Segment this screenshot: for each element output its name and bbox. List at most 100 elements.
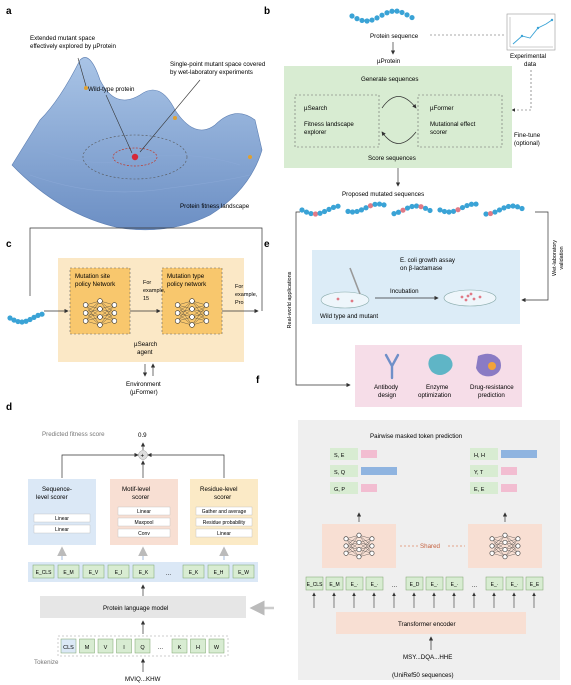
antibody-label-2: design <box>378 392 397 399</box>
embedding-box <box>325 576 344 591</box>
layer-label: Maxpool <box>135 520 154 526</box>
environment-label-1: Environment <box>126 381 161 388</box>
probability-bar <box>501 467 517 475</box>
environment-label-2: (µFormer) <box>130 389 158 396</box>
bead <box>399 9 405 16</box>
bead <box>455 207 461 213</box>
bead <box>437 207 443 213</box>
bead <box>514 204 521 210</box>
bead <box>510 203 516 209</box>
real-world-label: Real-world applications <box>287 271 293 328</box>
bead <box>501 205 507 211</box>
uformer-box <box>417 94 503 148</box>
ellipsis: ... <box>472 582 477 589</box>
embedding-label: E_· <box>431 582 439 588</box>
embedding-box <box>405 576 424 591</box>
token-label: CLS <box>63 645 74 651</box>
layer-box <box>195 517 253 527</box>
bead <box>379 12 385 18</box>
bead <box>492 209 498 215</box>
antibody-label-1: Antibody <box>374 384 399 391</box>
token-box <box>79 638 95 654</box>
incubation-label: Incubation <box>390 288 419 295</box>
embedding-label: E_M <box>63 570 73 576</box>
layer-label: Conv <box>138 531 150 537</box>
uprotein-panel <box>284 66 512 168</box>
bead <box>459 204 466 211</box>
type-policy-label-1: Mutation type <box>167 273 205 280</box>
token-box <box>60 638 77 654</box>
experimental-label-2: data <box>524 61 537 68</box>
finetune-label-1: Fine-tune <box>514 132 541 139</box>
example1-line-3: 15 <box>143 296 149 302</box>
motif-scorer-label-2: scorer <box>132 494 149 501</box>
ellipsis: ... <box>392 582 397 589</box>
pair-label: E, E <box>474 487 485 493</box>
embedding-box <box>525 576 544 591</box>
embedding-label: E_· <box>351 582 359 588</box>
bead <box>358 207 365 213</box>
bead <box>473 201 479 207</box>
bead <box>364 18 370 24</box>
landscape-label: Protein fitness landscape <box>180 203 250 210</box>
bead <box>7 315 13 321</box>
ellipsis: ... <box>166 570 171 577</box>
bead <box>483 211 489 217</box>
token-box <box>208 638 225 654</box>
bead <box>384 10 390 16</box>
layer-box <box>33 513 91 523</box>
layer-box <box>33 524 91 534</box>
wt-mutant-label: Wild type and mutant <box>320 313 378 320</box>
bead <box>395 209 402 215</box>
bead <box>363 205 369 211</box>
bead <box>409 14 415 21</box>
agent-label-1: µSearch <box>134 341 158 348</box>
pair-label: Y, T <box>474 470 484 476</box>
bead <box>376 201 383 207</box>
embedding-box <box>182 564 205 579</box>
layer-box <box>195 528 253 538</box>
bead <box>374 15 380 21</box>
predicted-score-label: Predicted fitness score <box>42 431 105 438</box>
bead <box>369 17 375 23</box>
bead <box>359 17 365 24</box>
enzyme-label-1: Enzyme <box>426 384 449 391</box>
bead <box>400 207 406 213</box>
embedding-label: E_K <box>189 570 199 576</box>
embedding-label: E_· <box>511 582 519 588</box>
bead <box>422 205 429 211</box>
embedding-label: E_H <box>214 570 224 576</box>
example1-line-1: For <box>143 280 151 286</box>
pair-box <box>470 448 498 460</box>
bead <box>505 203 512 210</box>
layer-label: Gather and average <box>202 509 247 515</box>
bead <box>394 8 400 14</box>
protein-sequence-label: Protein sequence <box>370 33 419 40</box>
incubated-dish-icon <box>443 289 497 307</box>
probability-bar <box>361 484 377 492</box>
uprotein-label: µProtein <box>377 58 401 65</box>
bead <box>312 211 319 217</box>
usearch-box <box>294 94 380 148</box>
pretrain-input-label: MSY...DQA...HHE <box>403 654 452 661</box>
bead <box>450 208 457 214</box>
probability-bar <box>361 467 397 475</box>
bead <box>418 204 424 210</box>
bead <box>413 203 420 209</box>
plm-box <box>40 596 246 618</box>
token-label: Q <box>140 645 145 651</box>
bead <box>468 201 475 207</box>
bead <box>349 209 356 215</box>
bead <box>404 12 410 18</box>
probability-bar <box>501 450 537 458</box>
bead <box>381 202 387 208</box>
embedding-label: E_I <box>115 570 123 576</box>
token-box <box>171 638 188 654</box>
token-label: M <box>85 645 90 651</box>
token-box <box>190 638 206 654</box>
token-box <box>134 638 151 654</box>
mutated-sequences-icon <box>299 201 525 217</box>
layer-label: Linear <box>217 531 231 537</box>
bead <box>404 205 411 211</box>
embedding-box <box>107 564 130 579</box>
